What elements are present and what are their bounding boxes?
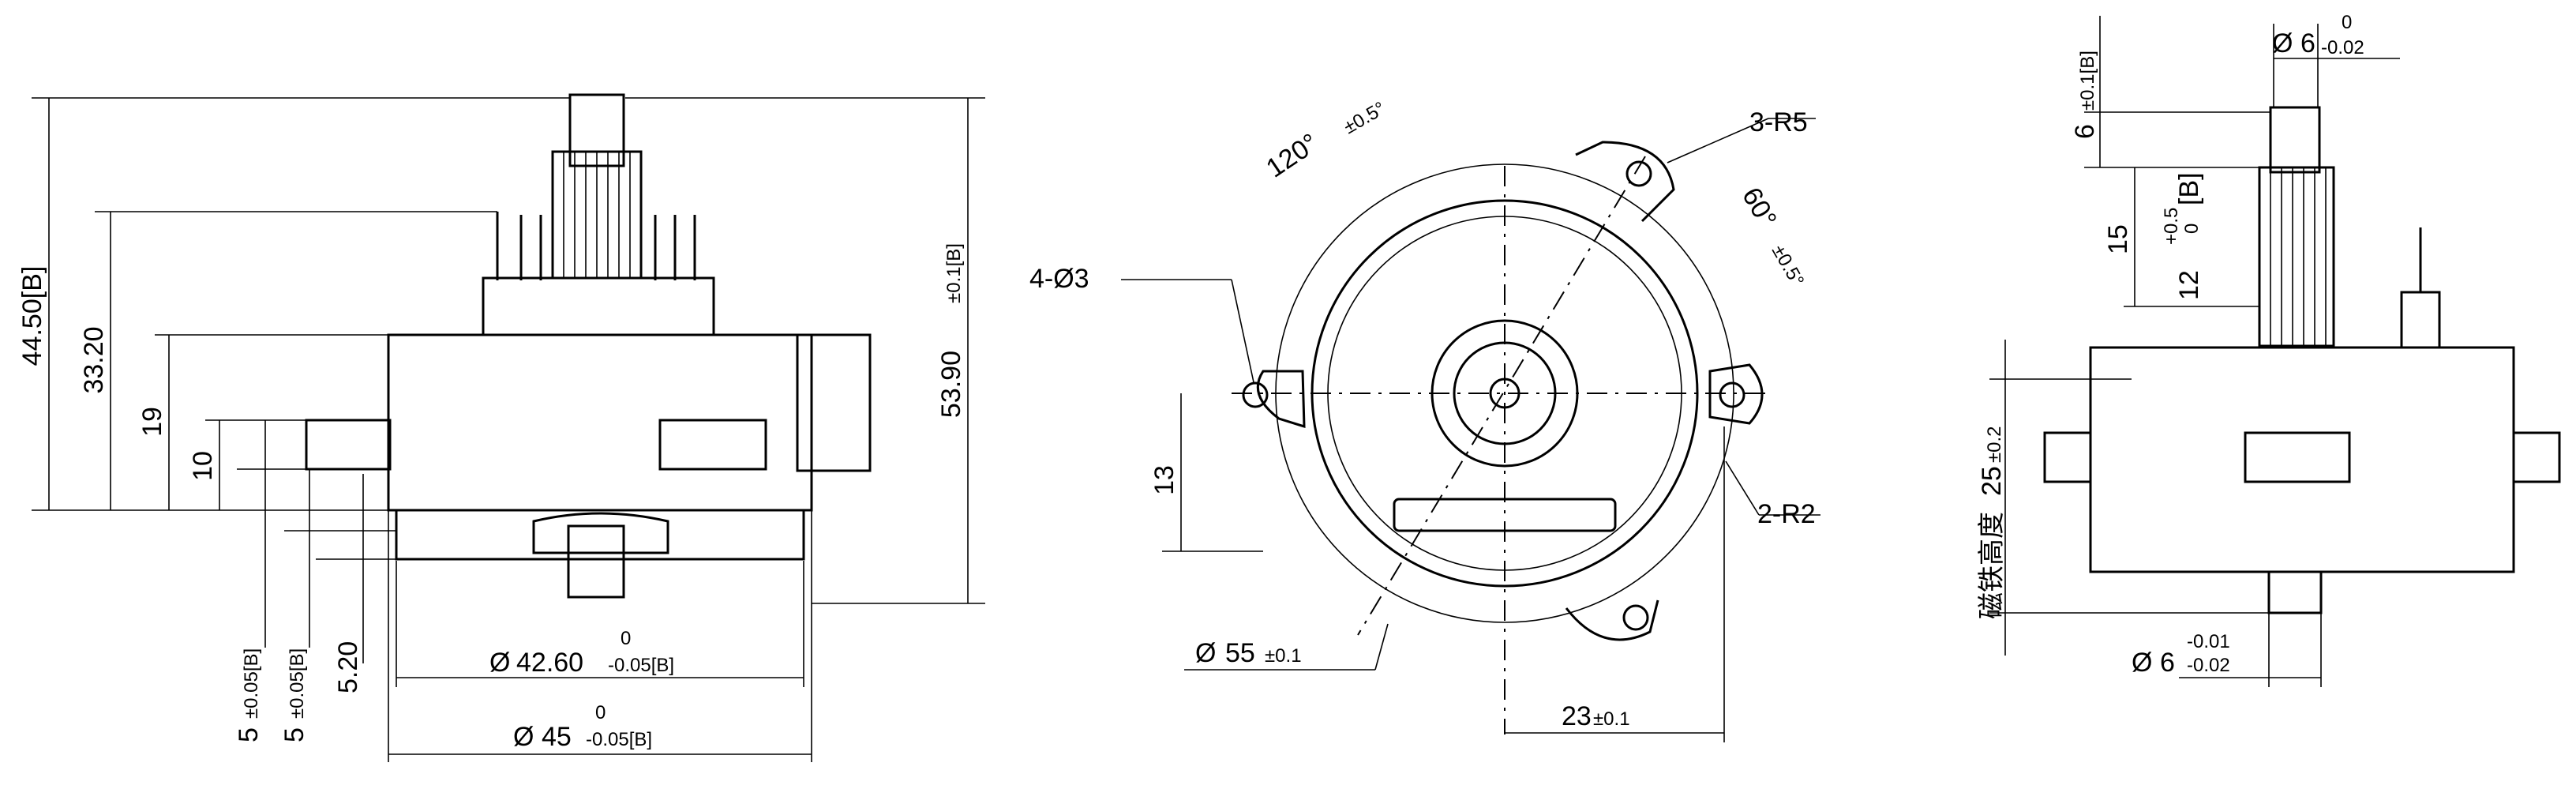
dim-overall-value: 53.90	[936, 351, 966, 418]
dia-inner-prefix: Ø	[489, 648, 510, 678]
bottom-ear	[1565, 599, 1659, 641]
side-bottom-shaft	[2267, 570, 2323, 614]
dim-mount-b-value: 5	[279, 727, 309, 742]
side-shaft	[2269, 106, 2321, 174]
dia-bottom-tol-upper: -0.01	[2187, 631, 2230, 652]
front-extension-lines	[32, 97, 985, 762]
side-gear-teeth	[2270, 167, 2327, 346]
dim-gear-length: 15	[2103, 224, 2133, 254]
body-window	[658, 419, 767, 471]
side-tab-left	[2043, 431, 2092, 483]
dim-hole-spacing-tol: ±0.1	[1593, 708, 1630, 730]
mount-hole-right	[1719, 381, 1745, 408]
dim-mount-a-tol: ±0.05[B]	[241, 648, 262, 719]
dim-tab-height: 10	[188, 451, 218, 481]
holes-label: 4-Ø3	[1029, 264, 1089, 294]
side-window	[2244, 431, 2351, 483]
dia-outer-value: 45	[542, 722, 572, 752]
dim-flange: 5.20	[333, 641, 363, 693]
top-view: 4-Ø3 3-R5 2-R2 120° ±0.5° 60° ±0.5° 13 Ø…	[1029, 98, 1820, 742]
dim-body-height: 19	[137, 407, 167, 437]
dia-bolt-value: 55	[1225, 638, 1255, 668]
right-ear	[1708, 363, 1764, 425]
dia-outer-prefix: Ø	[513, 722, 534, 752]
dim-magnet-value: 25	[1977, 466, 2007, 496]
mount-hole-top	[1625, 160, 1652, 187]
left-tab	[305, 419, 392, 471]
left-ear	[1256, 370, 1306, 429]
side-dimension-lines	[2004, 16, 2400, 678]
dim-total-height: 44.50[B]	[17, 266, 47, 366]
front-view: 44.50[B] 33.20 19 10 5 ±0.05[B] 5 ±0.05[…	[17, 93, 985, 762]
dim-overall-tol: ±0.1[B]	[943, 243, 965, 303]
bottom-flange	[395, 509, 805, 561]
top-leaders	[1121, 118, 1820, 742]
dia-inner-value: 42.60	[516, 648, 583, 678]
side-extension-lines	[1989, 24, 2322, 687]
dia-bottom-value: 6	[2160, 648, 2175, 678]
mount-hole-bottom	[1622, 604, 1649, 631]
side-gear	[2258, 166, 2335, 348]
dia-shaft-prefix: Ø	[2272, 28, 2293, 58]
magnet-label: 磁铁高度	[1977, 512, 2007, 619]
radius-top-label: 3-R5	[1749, 107, 1808, 137]
mount-hole-left	[1242, 381, 1269, 408]
dim-gear-tol-tag: [B]	[2174, 172, 2204, 205]
connector-pins	[496, 212, 696, 280]
right-tab	[796, 333, 872, 472]
dim-gear-teeth: 12	[2174, 270, 2204, 300]
gear-teeth	[563, 152, 631, 278]
side-body	[2089, 346, 2515, 573]
side-tab-right	[2512, 431, 2561, 483]
connector-housing	[482, 276, 715, 336]
top-ear	[1575, 141, 1675, 223]
dia-inner-tol-lower: -0.05[B]	[608, 655, 674, 676]
dia-outer-tol-lower: -0.05[B]	[586, 729, 652, 750]
angle-b-tol: ±0.5°	[1768, 242, 1808, 291]
angle-a-value: 120°	[1261, 128, 1324, 184]
side-pin-base	[2400, 291, 2441, 349]
bottom-shaft	[567, 524, 625, 599]
dim-pin-height: 33.20	[79, 326, 109, 393]
dia-shaft-value: 6	[2300, 28, 2315, 58]
dim-offset: 13	[1149, 465, 1179, 495]
dim-top-tol: ±0.1[B]	[2077, 51, 2098, 111]
dia-bolt-prefix: Ø	[1195, 638, 1216, 668]
radius-side-label: 2-R2	[1757, 499, 1816, 529]
dia-inner-tol-upper: 0	[621, 628, 631, 649]
motor-body	[387, 333, 813, 512]
dim-mount-b-tol: ±0.05[B]	[287, 648, 308, 719]
top-center-lines	[1232, 156, 1768, 735]
bottom-boss	[532, 512, 669, 554]
dim-top-value: 6	[2070, 124, 2100, 139]
dia-bolt-tol: ±0.1	[1265, 645, 1302, 667]
dia-outer-tol-upper: 0	[595, 702, 606, 723]
dia-shaft-tol-upper: 0	[2342, 12, 2352, 33]
angle-a-tol: ±0.5°	[1340, 98, 1389, 138]
dim-mount-a-value: 5	[234, 727, 264, 742]
dim-gear-tol-upper: +0.5	[2161, 208, 2182, 245]
dia-bottom-prefix: Ø	[2132, 648, 2152, 678]
dim-magnet-tol: ±0.2	[1984, 426, 2005, 463]
angle-b-value: 60°	[1736, 182, 1783, 233]
dim-gear-tol-lower: 0	[2181, 224, 2203, 234]
side-view: Ø 6 0 -0.02 6 ±0.1[B] 15 +0.5 0 [B] 12 磁…	[1977, 12, 2561, 687]
front-dimension-lines	[48, 98, 969, 755]
dia-shaft-tol-lower: -0.02	[2321, 37, 2364, 58]
dim-hole-spacing-value: 23	[1562, 701, 1592, 731]
dia-bottom-tol-lower: -0.02	[2187, 655, 2230, 676]
